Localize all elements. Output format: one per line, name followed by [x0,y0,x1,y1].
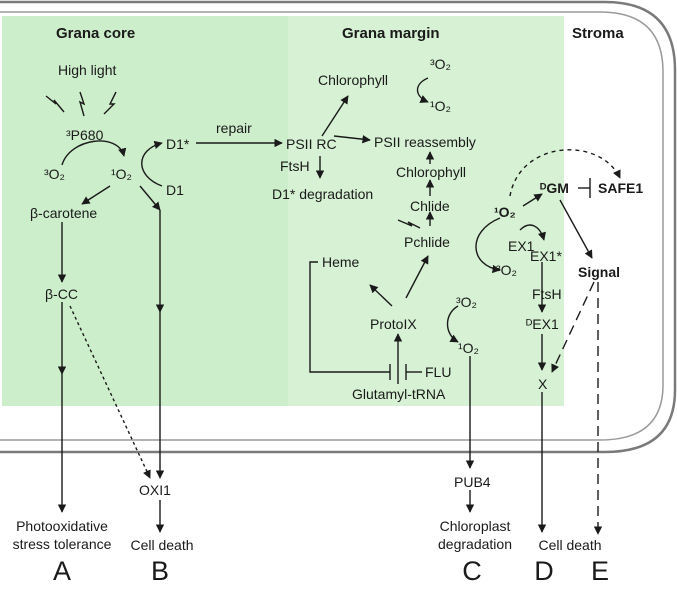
node-d1-degradation: D1* degradation [272,186,374,202]
node-o2-singlet-stroma: ¹O₂ [494,204,516,220]
node-ftsh-stroma: FtsH [532,286,562,302]
arrow-o2-to-b [139,185,161,211]
node-d1: D1 [166,182,184,198]
node-ex1-star: EX1* [530,248,562,264]
region-label-stroma: Stroma [572,25,624,42]
arrow-ex1-to-star [519,224,546,241]
outcome-c-line-2: degradation [438,536,512,552]
node-beta-carotene: β-carotene [30,205,98,221]
node-glutamyl-trna: Glutamyl-tRNA [352,386,446,402]
node-o2-triplet-proto: ³O₂ [456,294,477,310]
arrow-p680-to-o2 [61,140,127,166]
region-label-grana-core: Grana core [56,25,136,42]
lightning-icon-2 [78,91,86,117]
pathway-letter-b: B [150,556,170,586]
node-signal: Signal [578,264,621,280]
outcome-b: Cell death [130,537,194,553]
chloroplast-outline [0,0,677,454]
node-dgm: ᴰGM [540,180,569,196]
node-chlorophyll-top: Chlorophyll [318,72,389,88]
heme-feedback-line [309,261,390,373]
pathway-letter-c: C [462,556,482,586]
arrow-d1-to-d1star [141,140,163,187]
arrow-proto-o2 [446,305,459,343]
arrow-protoix-to-pchlide [405,255,429,299]
arrow-o2-to-carotene [81,185,111,205]
node-o2-singlet-top: ¹O₂ [430,98,451,114]
outcome-a-line-2: stress tolerance [12,536,112,552]
node-repair: repair [216,120,252,136]
node-flu: FLU [425,364,452,380]
node-chlorophyll-mid: Chlorophyll [396,164,467,180]
node-ex1: EX1 [508,238,535,254]
outcome-a-line-1: Photooxidative [16,518,108,534]
node-beta-cc: β-CC [45,286,78,302]
node-o2-singlet-proto: ¹O₂ [458,340,479,356]
arrow-ex1-cycle [475,217,501,274]
outcome-c-line-1: Chloroplast [439,518,511,534]
node-o2-triplet-core: ³O₂ [44,166,65,182]
node-heme: Heme [322,254,360,270]
arrow-dgm-to-signal [559,199,593,259]
arrow-o2-to-dgm [522,193,543,207]
pathway-letter-a: A [52,556,72,586]
node-d1-star: D1* [166,136,190,152]
node-ftsh-margin: FtsH [280,158,310,174]
node-p680: ³P680 [66,127,104,143]
node-o2-singlet-core: ¹O₂ [111,166,132,182]
arrow-o2-to-safe1 [509,149,621,197]
node-oxi1: OXI1 [139,482,171,498]
grana-core-region [2,16,288,406]
arrow-signal-to-x [551,281,595,373]
chloroplast-inner-outline [0,11,664,441]
node-chlide: Chlide [410,198,450,214]
arrow-protoix-to-heme [369,284,393,307]
arrow-psii-to-chlorophyll [321,95,349,137]
lightning-icon-1 [45,95,65,113]
lightning-icon-4 [397,219,421,229]
arrow-bcc-to-oxi1 [69,305,151,479]
arrow-psii-to-reassembly [333,134,371,144]
node-x: X [538,376,548,392]
lightning-icon-3 [103,91,117,115]
node-psii-reassembly: PSII reassembly [374,134,476,150]
node-pub4: PUB4 [454,474,491,490]
node-safe1: SAFE1 [598,180,644,196]
node-high-light: High light [58,62,117,78]
outcome-c: Chloroplast degradation [438,517,512,553]
arrow-top-o2 [416,77,429,103]
node-dex1: ᴰEX1 [526,316,559,332]
outcome-d: Cell death [538,537,602,553]
node-pchlide: Pchlide [404,234,450,250]
node-o2-triplet-ex1: ³O₂ [496,262,517,278]
outcome-a: Photooxidative stress tolerance [13,517,112,553]
node-protoix: ProtoIX [370,316,417,332]
region-label-grana-margin: Grana margin [342,25,440,42]
node-o2-triplet-top: ³O₂ [430,56,451,72]
pathway-letter-d: D [534,556,554,586]
pathway-letter-e: E [590,556,610,586]
node-psii-rc: PSII RC [286,136,337,152]
grana-margin-region [288,16,564,406]
